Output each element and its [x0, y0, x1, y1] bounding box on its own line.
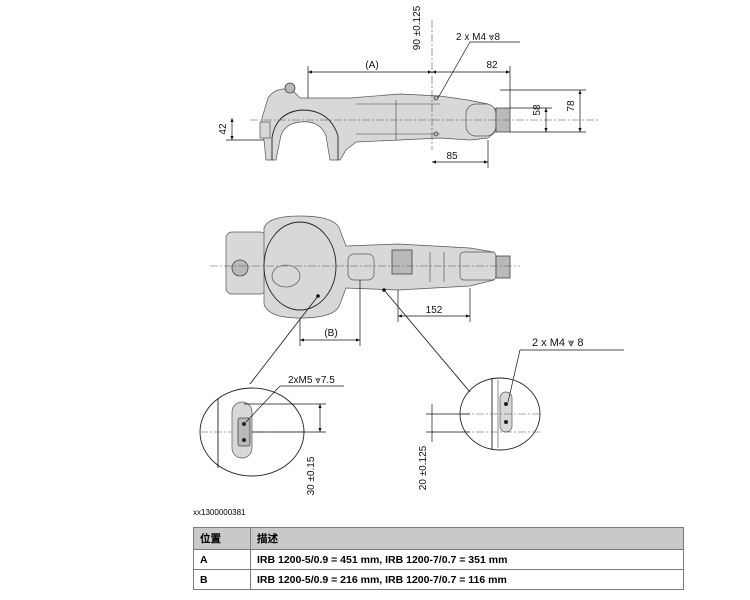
table-row: B IRB 1200-5/0.9 = 216 mm, IRB 1200-7/0.…	[193, 569, 684, 590]
dim-label-42: 42	[218, 123, 229, 135]
side-view-hole	[433, 131, 439, 137]
legend-header-description: 描述	[250, 527, 684, 550]
side-view-cap	[284, 82, 296, 94]
top-view-motor	[231, 259, 249, 277]
technical-drawing: (A) 82 2 x M4 ⩔8 90 ±0.125 58 78 85 42	[199, 5, 624, 495]
side-view: (A) 82 2 x M4 ⩔8 90 ±0.125 58 78 85 42	[218, 5, 600, 168]
detail-leader-right	[383, 289, 471, 393]
thread-label-right: 2 x M4 ⩔ 8	[532, 337, 583, 349]
legend-header-position: 位置	[193, 527, 251, 550]
dim-label-A: (A)	[365, 60, 378, 71]
top-view-joint-inner	[271, 264, 301, 288]
dim-label-85: 85	[446, 151, 458, 162]
side-view-arm-outline	[261, 88, 501, 161]
drawing-code: xx1300000381	[193, 508, 246, 517]
top-view-sticker	[391, 249, 413, 275]
detail-left-hole	[242, 422, 246, 426]
top-view-panel	[347, 253, 375, 281]
detail-leader-dot	[382, 288, 386, 292]
thread-leader-right	[507, 349, 521, 403]
legend-position: A	[193, 549, 251, 570]
dim-label-152: 152	[426, 305, 443, 316]
dim-label-B: (B)	[324, 328, 337, 339]
dim-label-30: 30 ±0.15	[306, 456, 317, 495]
top-view-upper-arm	[263, 215, 495, 319]
top-view-flange	[495, 255, 511, 279]
dim-label-90: 90 ±0.125	[412, 5, 423, 50]
detail-right-hole	[504, 402, 508, 406]
detail-left-block	[237, 417, 251, 447]
legend-header-row: 位置 描述	[193, 527, 684, 550]
legend-table: 位置 描述 A IRB 1200-5/0.9 = 451 mm, IRB 120…	[193, 527, 684, 590]
detail-right-hole	[504, 420, 508, 424]
side-view-hole	[433, 95, 439, 101]
thread-label-left: 2xM5 ⩔7.5	[288, 375, 335, 386]
detail-left: 2xM5 ⩔7.5 30 ±0.15	[199, 375, 344, 495]
dim-label-82: 82	[486, 60, 498, 71]
legend-description: IRB 1200-5/0.9 = 451 mm, IRB 1200-7/0.7 …	[250, 549, 684, 570]
legend-position: B	[193, 569, 251, 590]
top-view: 152 (B)	[210, 215, 520, 393]
side-view-tab	[259, 121, 271, 139]
thread-leader-top	[437, 41, 471, 99]
detail-left-hole	[242, 438, 246, 442]
legend-description: IRB 1200-5/0.9 = 216 mm, IRB 1200-7/0.7 …	[250, 569, 684, 590]
detail-leader-dot	[316, 294, 320, 298]
detail-right-slot	[499, 391, 513, 433]
dim-label-78: 78	[566, 100, 577, 112]
detail-leader-left	[249, 295, 319, 385]
table-row: A IRB 1200-5/0.9 = 451 mm, IRB 1200-7/0.…	[193, 549, 684, 570]
detail-right: 2 x M4 ⩔ 8 20 ±0.125	[418, 337, 624, 490]
dim-label-58: 58	[532, 104, 543, 116]
dim-label-20: 20 ±0.125	[418, 445, 429, 490]
side-view-elbow-arc	[271, 109, 339, 160]
thread-label-top: 2 x M4 ⩔8	[456, 32, 500, 43]
